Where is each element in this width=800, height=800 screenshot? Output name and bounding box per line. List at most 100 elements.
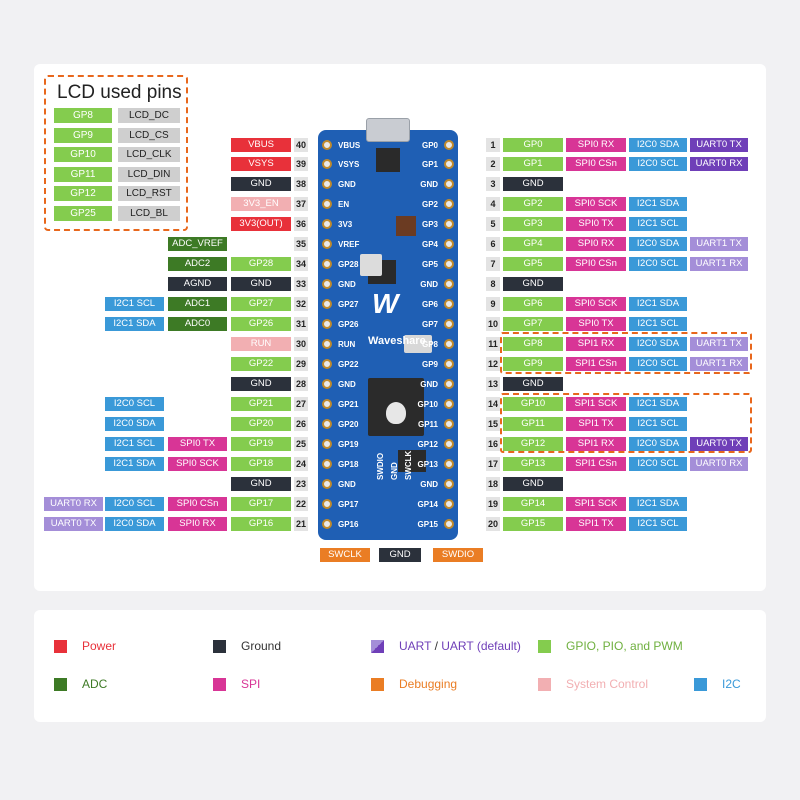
legend-text: SPI [241, 677, 261, 691]
pin-function-label: GP27 [231, 297, 291, 312]
pin-hole [322, 259, 332, 270]
pin-function-label: UART0 RX [690, 456, 748, 471]
pin-function-label: GP10 [503, 396, 563, 411]
legend-label: Power [82, 639, 116, 653]
pin-silkscreen: GND [338, 180, 356, 190]
pin-hole [444, 438, 454, 449]
pin-number: 9 [486, 297, 500, 312]
pin-number: 34 [294, 257, 308, 272]
pin-function-label: I2C1 SCL [629, 416, 687, 431]
pin-silkscreen: GP22 [338, 359, 359, 369]
pin-function-label: SPI0 TX [168, 436, 227, 451]
pin-function-label: I2C0 SDA [629, 237, 687, 252]
lcd-function-label: LCD_DIN [118, 166, 180, 182]
lcd-gpio-label: GP11 [54, 166, 112, 182]
pin-silkscreen: GP5 [421, 260, 438, 270]
pin-function-label: SPI1 TX [566, 516, 626, 531]
pin-number: 29 [294, 356, 308, 371]
pin-function-label: SPI1 SCK [566, 396, 626, 411]
pin-silkscreen: VREF [338, 240, 360, 250]
pin-function-label: SPI1 RX [566, 337, 626, 351]
pin-number: 3 [486, 177, 500, 192]
pin-hole [322, 378, 332, 389]
pin-function-label: UART1 RX [690, 356, 748, 371]
legend-swatch-power [54, 640, 67, 653]
pin-function-label: GND [231, 376, 291, 391]
pin-silkscreen: GP1 [421, 160, 438, 170]
pin-function-label: VBUS [231, 137, 291, 152]
legend-text: Ground [241, 639, 282, 653]
pin-hole [444, 458, 454, 469]
legend-text-default: UART (default) [441, 639, 521, 653]
pin-function-label: I2C1 SCL [629, 317, 687, 332]
pin-number: 38 [294, 177, 308, 192]
pin-function-label: I2C0 SDA [629, 137, 687, 152]
pin-function-label: I2C1 SDA [629, 297, 687, 312]
pin-silkscreen: EN [338, 200, 350, 210]
pin-function-label: UART0 RX [690, 157, 748, 172]
pin-function-label: GP1 [503, 157, 563, 172]
pin-hole [322, 199, 332, 210]
legend-swatch-spi [213, 678, 226, 691]
legend-text: UART [399, 639, 432, 653]
pin-function-label: SPI0 TX [566, 217, 626, 232]
pin-function-label: SPI0 RX [168, 516, 227, 531]
bootsel-button [360, 254, 382, 276]
legend-label: System Control [566, 677, 648, 691]
legend-text: ADC [82, 677, 108, 691]
pin-function-label: GP0 [503, 137, 563, 152]
pin-function-label: GP20 [231, 416, 291, 431]
pin-silkscreen: GP14 [417, 499, 438, 509]
pin-function-label: SPI1 SCK [566, 496, 626, 511]
legend-separator: / [431, 639, 442, 653]
legend-label: SPI [241, 677, 260, 691]
pin-hole [322, 498, 332, 509]
pin-function-label: SPI0 SCK [566, 297, 626, 312]
pin-number: 7 [486, 257, 500, 272]
pin-function-label: I2C0 SCL [105, 496, 164, 511]
pin-silkscreen: GP20 [338, 419, 359, 429]
pin-function-label: SPI0 CSn [566, 157, 626, 172]
pin-function-label: RUN [231, 337, 291, 351]
pin-function-label: UART0 RX [44, 496, 103, 511]
pin-silkscreen: 3V3 [338, 220, 353, 230]
pin-function-label: 3V3(OUT) [231, 217, 291, 232]
waveshare-brand: Waveshare [368, 335, 426, 347]
pin-function-label: GP21 [231, 396, 291, 411]
pin-hole [444, 259, 454, 270]
pin-function-label: I2C0 SCL [629, 456, 687, 471]
pin-function-label: ADC0 [168, 317, 227, 332]
lcd-highlight-gp10-gp12 [500, 393, 752, 453]
pin-number: 31 [294, 317, 308, 332]
pin-function-label: GP14 [503, 496, 563, 511]
pin-function-label: GP4 [503, 237, 563, 252]
pin-silkscreen: GP12 [417, 439, 438, 449]
pin-hole [444, 498, 454, 509]
pin-function-label: I2C0 SDA [105, 416, 164, 431]
pin-silkscreen: GND [338, 379, 356, 389]
pin-number: 23 [294, 476, 308, 491]
debug-pin-label: SWDIO [433, 548, 483, 562]
legend-label: UART / UART (default) [399, 639, 521, 653]
pin-number: 19 [486, 496, 500, 511]
pin-number: 25 [294, 436, 308, 451]
pin-hole [444, 159, 454, 170]
pin-silkscreen: GP19 [338, 439, 359, 449]
pin-silkscreen: GP10 [417, 399, 438, 409]
pin-function-label: I2C1 SCL [629, 516, 687, 531]
pin-silkscreen: GND [420, 379, 438, 389]
pin-function-label: GP26 [231, 317, 291, 332]
lcd-gpio-label: GP9 [54, 127, 112, 143]
pin-hole [444, 398, 454, 409]
pin-number: 37 [294, 197, 308, 212]
legend-swatch-adc [54, 678, 67, 691]
legend-label: Ground [241, 639, 281, 653]
debug-pin-label: SWCLK [320, 548, 370, 562]
pin-number: 4 [486, 197, 500, 212]
pin-function-label: I2C1 SDA [105, 317, 164, 332]
pin-number: 17 [486, 456, 500, 471]
pin-function-label: UART1 TX [690, 337, 748, 351]
pin-function-label: GP13 [503, 456, 563, 471]
pin-silkscreen: VBUS [338, 140, 361, 150]
pin-function-label: GP7 [503, 317, 563, 332]
